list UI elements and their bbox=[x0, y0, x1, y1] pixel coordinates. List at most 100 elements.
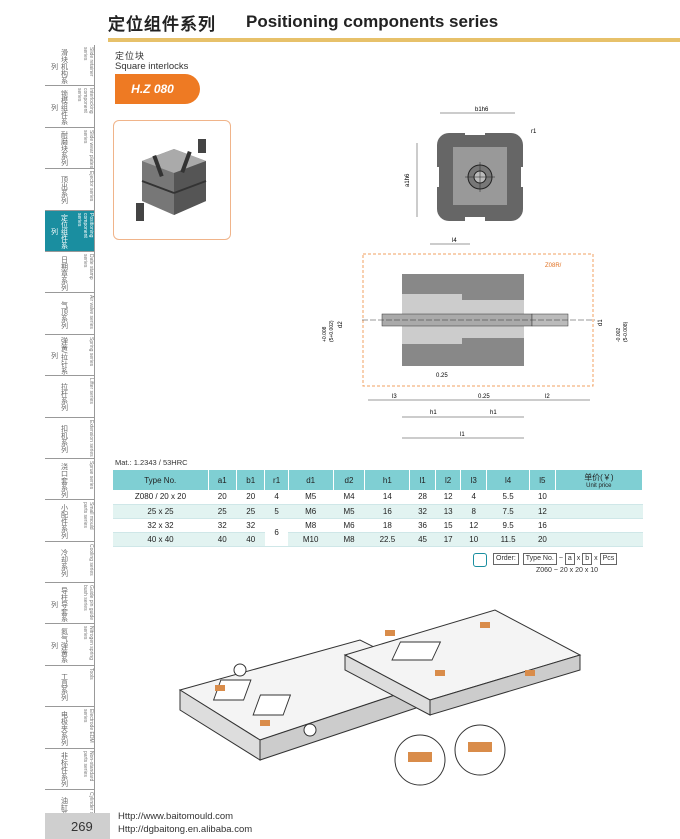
table-cell: M6 bbox=[333, 518, 365, 533]
sidebar-item-label-zh: 小配件系列 bbox=[60, 503, 69, 539]
phone-icon bbox=[473, 553, 487, 567]
table-cell bbox=[555, 532, 643, 547]
table-cell: 20 bbox=[236, 490, 265, 505]
sidebar-item-label-en: Cooling series bbox=[88, 543, 94, 576]
table-cell: M6 bbox=[288, 504, 334, 519]
table-cell bbox=[555, 504, 643, 519]
table-cell: 16 bbox=[364, 504, 410, 519]
table-cell: 4 bbox=[460, 490, 487, 505]
table-cell: M5 bbox=[288, 490, 334, 505]
table-cell: 40 bbox=[208, 532, 237, 547]
table-cell: 20 bbox=[529, 532, 556, 547]
order-label: Order: bbox=[493, 553, 519, 565]
header-rule bbox=[108, 38, 680, 42]
sidebar-item-label-zh: 油缸系列 bbox=[60, 797, 69, 826]
sidebar-item-label-zh: 滑块机构系列 bbox=[50, 48, 69, 84]
table-cell: 40 bbox=[236, 532, 265, 547]
label-h1a: h1 bbox=[430, 410, 437, 416]
sidebar-item-label-en: Ejector series bbox=[88, 171, 94, 202]
spec-table: Type No. a1 b1 r1 d1 d2 h1 l1 l2 l3 l4 l… bbox=[113, 470, 644, 547]
sidebar-item-label-en: Guide pin guide bush series bbox=[82, 585, 94, 621]
page-number: 269 bbox=[71, 819, 93, 834]
table-cell: 12 bbox=[529, 504, 556, 519]
table-cell: 13 bbox=[435, 504, 461, 519]
footer-url-2[interactable]: Http://dgbaitong.en.alibaba.com bbox=[118, 824, 253, 835]
label-b1: b1h6 bbox=[475, 107, 489, 113]
label-025a: 0.25 bbox=[436, 373, 448, 379]
sidebar-item-label-en: Interlocking component series bbox=[76, 88, 94, 114]
table-cell: 32 bbox=[409, 504, 436, 519]
sidebar-item-label-en: Sprue series bbox=[88, 460, 94, 489]
sidebar-item-label-en: Lifter series bbox=[88, 378, 94, 404]
table-cell: 32 bbox=[208, 518, 237, 533]
sidebar-nav: 滑块机构系列 Slide retainer series 锁模组件系列 Interlo… bbox=[45, 45, 95, 832]
material-note: Mat.: 1.2343 / 53HRC bbox=[115, 458, 188, 467]
sidebar-item[interactable]: 浇口套系列 Sprue series bbox=[45, 459, 94, 501]
sidebar-item-label-zh: 非标件系列 bbox=[60, 752, 69, 788]
sidebar-item[interactable]: 小配件系列 Small mould parts series bbox=[45, 500, 94, 542]
label-d2: d2 bbox=[338, 321, 344, 328]
page-header: 定位组件系列 Positioning components series bbox=[108, 8, 680, 42]
sidebar-item-label-zh: 氮气弹簧系列 bbox=[50, 628, 69, 664]
label-z08r: Z08R/ bbox=[545, 263, 562, 269]
sidebar-item[interactable]: 氮气弹簧系列 Nitrogen spring series bbox=[45, 624, 94, 666]
top-view-drawing: b1h6 r1 a1h6 bbox=[405, 107, 537, 221]
header-title-zh: 定位组件系列 bbox=[108, 15, 216, 35]
table-cell: 12 bbox=[435, 490, 461, 505]
table-cell: 25 bbox=[236, 504, 265, 519]
label-l2: l2 bbox=[545, 394, 550, 400]
sidebar-item-label-zh: 耐磨块系列 bbox=[60, 131, 69, 167]
table-cell: 36 bbox=[409, 518, 436, 533]
table-cell: 40 x 40 bbox=[113, 532, 208, 547]
section-view-drawing: l4 Z08R/ d2 d1 +0.008 (5+0.002) -0.002 (… bbox=[322, 238, 629, 439]
sidebar-item[interactable]: 滑块机构系列 Slide retainer series bbox=[45, 45, 94, 87]
sidebar-item-label-en: Nitrogen spring series bbox=[82, 626, 94, 661]
table-cell: 25 x 25 bbox=[113, 504, 208, 519]
label-l3: l3 bbox=[392, 394, 397, 400]
table-cell bbox=[555, 490, 643, 505]
sidebar-item-label-zh: 扣机系列 bbox=[60, 424, 69, 453]
price-header: 单价(￥) Unit price bbox=[555, 470, 644, 490]
sidebar-item-label-en: Slide retainer series bbox=[82, 47, 94, 77]
table-cell: 7.5 bbox=[486, 504, 530, 519]
footer-url-1[interactable]: Http://www.baitomould.com bbox=[118, 811, 234, 822]
col-header: l5 bbox=[529, 470, 556, 490]
sidebar-item[interactable]: 锁模组件系列 Interlocking component series bbox=[45, 86, 94, 128]
col-header: r1 bbox=[264, 470, 289, 490]
label-tol-left-b: (5+0.002) bbox=[329, 320, 335, 342]
sidebar-item-label-zh: 工具系列 bbox=[60, 673, 69, 702]
col-header: l4 bbox=[486, 470, 531, 490]
table-cell: 45 bbox=[409, 532, 436, 547]
sidebar-item-label-en: Spring series bbox=[88, 336, 94, 366]
table-cell: 10 bbox=[460, 532, 487, 547]
footer-links: Http://www.baitomould.com Http://dgbaito… bbox=[118, 810, 252, 836]
table-cell: 10 bbox=[529, 490, 556, 505]
sidebar-item-label-zh: 浇口套系列 bbox=[60, 462, 69, 498]
col-header: d2 bbox=[333, 470, 366, 490]
label-d1: d1 bbox=[598, 319, 604, 326]
table-cell: 17 bbox=[435, 532, 461, 547]
sidebar-item-label-zh: 锁模组件系列 bbox=[50, 90, 69, 126]
sidebar-item-label-en: Small mould parts series bbox=[82, 502, 94, 530]
table-cell: 32 x 32 bbox=[113, 518, 208, 533]
col-header: Type No. bbox=[113, 470, 209, 490]
price-header-zh: 单价(￥) bbox=[584, 472, 614, 482]
label-h1b: h1 bbox=[490, 410, 497, 416]
table-cell: 5.5 bbox=[486, 490, 530, 505]
table-cell: Z080 / 20 x 20 bbox=[113, 490, 208, 505]
